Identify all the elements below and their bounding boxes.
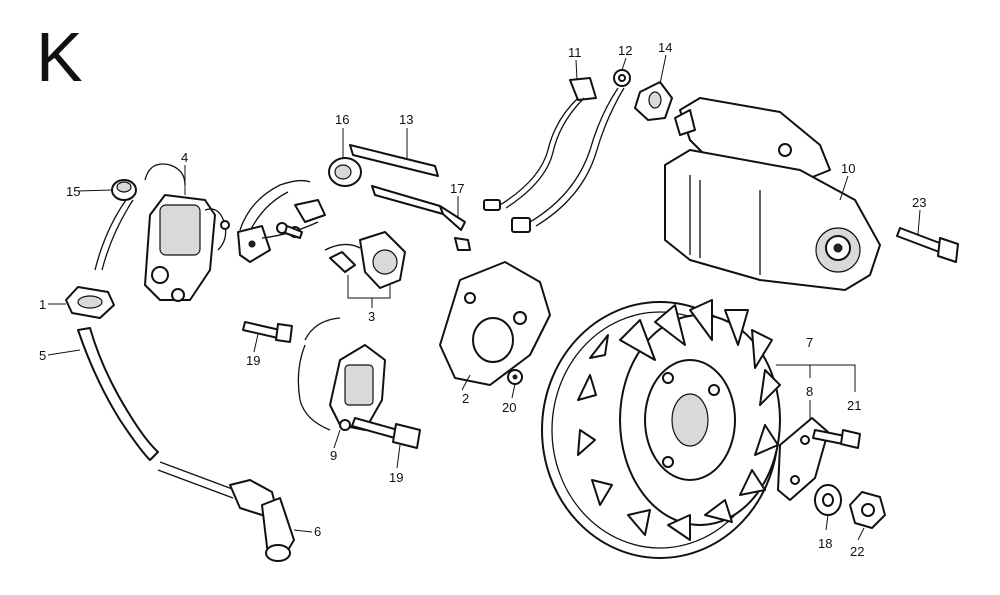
- washer-part-18: [814, 484, 842, 516]
- callout-12: 12: [618, 43, 632, 58]
- callout-10: 10: [841, 161, 855, 176]
- callout-16: 16: [335, 112, 349, 127]
- tube-part-13: [349, 144, 439, 177]
- grommet-part-15: [111, 179, 137, 201]
- screw-part-20: [507, 369, 523, 385]
- screw-part-3: [276, 222, 303, 239]
- bolt-part-19-top: [242, 321, 293, 343]
- callout-19-top: 19: [246, 353, 260, 368]
- exciter-coil-part-9: [297, 317, 386, 431]
- callout-18: 18: [818, 536, 832, 551]
- callout-23: 23: [912, 195, 926, 210]
- ignition-coil-part-4: [144, 163, 230, 302]
- ground-wire-part-12: [511, 69, 631, 233]
- callout-3: 3: [368, 309, 375, 324]
- lead-part-15: [94, 199, 127, 271]
- leader-lines: [47, 54, 921, 541]
- callout-4: 4: [181, 150, 188, 165]
- grommet-part-16: [328, 157, 362, 187]
- callout-22: 22: [850, 544, 864, 559]
- callout-6: 6: [314, 524, 321, 539]
- callout-13: 13: [399, 112, 413, 127]
- callout-8: 8: [806, 384, 813, 399]
- terminal-boot-part-14: [634, 81, 673, 121]
- seal-part-1: [65, 286, 115, 319]
- callout-17: 17: [450, 181, 464, 196]
- callout-5: 5: [39, 348, 46, 363]
- cover-part-2: [439, 237, 551, 386]
- callout-9: 9: [330, 448, 337, 463]
- callout-19-bottom: 19: [389, 470, 403, 485]
- wire-part-11: [483, 77, 597, 211]
- callout-7: 7: [806, 335, 813, 350]
- bolt-part-23: [896, 227, 959, 263]
- callout-2: 2: [462, 391, 469, 406]
- callout-15: 15: [66, 184, 80, 199]
- ht-lead-part-5: [77, 327, 236, 499]
- bolt-part-21: [812, 429, 861, 449]
- bolt-part-19-bottom: [351, 417, 421, 449]
- spark-plug-cap-part-6: [229, 479, 295, 562]
- callout-20: 20: [502, 400, 516, 415]
- nut-part-22: [849, 491, 886, 529]
- starter-motor-part-10: [664, 97, 881, 291]
- callout-14: 14: [658, 40, 672, 55]
- callout-21: 21: [847, 398, 861, 413]
- callout-1: 1: [39, 297, 46, 312]
- callout-11: 11: [568, 45, 582, 60]
- flywheel-part-7: [541, 299, 781, 559]
- section-letter: K: [36, 18, 83, 96]
- wire-part-17: [371, 185, 466, 231]
- callout-labels: 15 4 1 5 6 3 16 13 17 11 12 14 10 23 2 2…: [39, 40, 926, 559]
- switch-assembly-part-3: [237, 179, 406, 289]
